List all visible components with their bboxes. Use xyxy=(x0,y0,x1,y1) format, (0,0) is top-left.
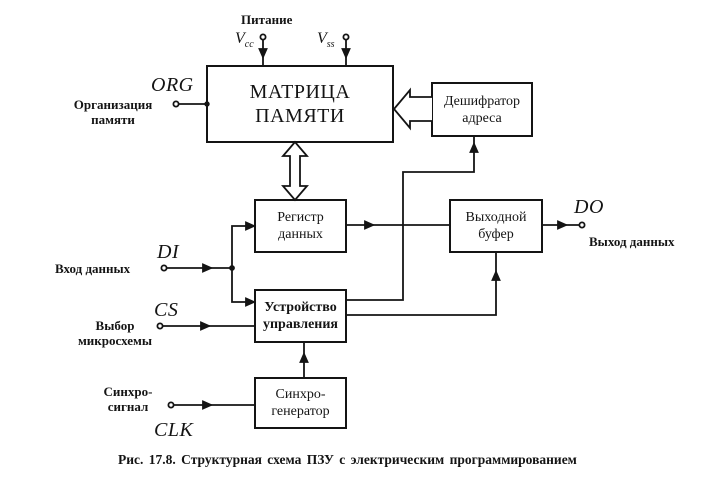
do-pin xyxy=(578,221,586,229)
di-to-control-line xyxy=(231,268,255,303)
output-buffer-label: Выходной буфер xyxy=(450,200,542,252)
vcc-pin xyxy=(258,33,268,66)
clk-desc-line1: Синхро- xyxy=(103,384,153,399)
clock-generator-label: Синхро- генератор xyxy=(255,378,346,428)
clk-description: Синхро- сигнал xyxy=(96,384,160,414)
clock-generator-line2: генератор xyxy=(271,404,330,419)
org-pin-line xyxy=(172,100,210,108)
vss-main: V xyxy=(317,30,327,47)
cs-pin xyxy=(156,322,164,330)
org-desc-line1: Организация xyxy=(73,97,153,112)
cs-signal-name: CS xyxy=(154,299,179,321)
output-buffer-line2: буфер xyxy=(478,227,514,242)
power-label: Питание xyxy=(241,12,293,27)
clk-pin xyxy=(167,401,175,409)
vcc-label: Vcc xyxy=(235,30,254,50)
di-to-register-line xyxy=(231,225,255,268)
address-decoder-label: Дешифратор адреса xyxy=(432,83,532,136)
di-pin xyxy=(160,264,168,272)
cs-description: Выбор микросхемы xyxy=(72,318,158,348)
matrix-register-bus-arrow xyxy=(281,140,309,202)
org-description: Организация памяти xyxy=(66,97,160,127)
control-unit-label: Устройство управления xyxy=(255,290,346,342)
vss-pin xyxy=(341,33,351,66)
control-to-decoder-line xyxy=(346,136,475,301)
control-unit-line2: управления xyxy=(262,317,338,332)
di-description: Вход данных xyxy=(55,261,131,276)
data-register-line1: Регистр xyxy=(277,210,324,225)
memory-matrix-line1: МАТРИЦА xyxy=(249,81,351,103)
do-description: Выход данных xyxy=(589,234,675,249)
vss-label: Vss xyxy=(317,30,335,50)
vss-sub: ss xyxy=(326,39,335,51)
di-signal-name: DI xyxy=(157,241,180,263)
do-signal-name: DO xyxy=(574,196,604,218)
clock-generator-line1: Синхро- xyxy=(275,387,326,402)
clk-signal-name: CLK xyxy=(154,419,194,441)
clock-generator-block xyxy=(254,377,347,429)
data-register-label: Регистр данных xyxy=(255,200,346,252)
address-decoder-line1: Дешифратор xyxy=(443,93,521,109)
figure-caption: Рис. 17.8. Структурная схема ПЗУ с элект… xyxy=(118,452,577,467)
cs-desc-line1: Выбор xyxy=(95,318,135,333)
clk-desc-line2: сигнал xyxy=(107,399,149,414)
cs-desc-line2: микросхемы xyxy=(77,333,153,348)
memory-matrix-label: МАТРИЦА ПАМЯТИ xyxy=(207,66,393,142)
data-register-line2: данных xyxy=(278,227,323,242)
org-signal-name: ORG xyxy=(151,74,194,96)
control-to-buffer-line xyxy=(346,252,497,316)
org-desc-line2: памяти xyxy=(91,112,135,127)
control-unit-line1: Устройство xyxy=(264,300,337,315)
output-buffer-line1: Выходной xyxy=(465,210,527,225)
address-decoder-line2: адреса xyxy=(462,110,502,126)
vcc-sub: cc xyxy=(244,39,254,51)
memory-matrix-line2: ПАМЯТИ xyxy=(255,105,345,127)
control-unit-block xyxy=(254,289,347,343)
vcc-main: V xyxy=(235,30,245,47)
decoder-matrix-bus-arrow xyxy=(392,87,432,131)
